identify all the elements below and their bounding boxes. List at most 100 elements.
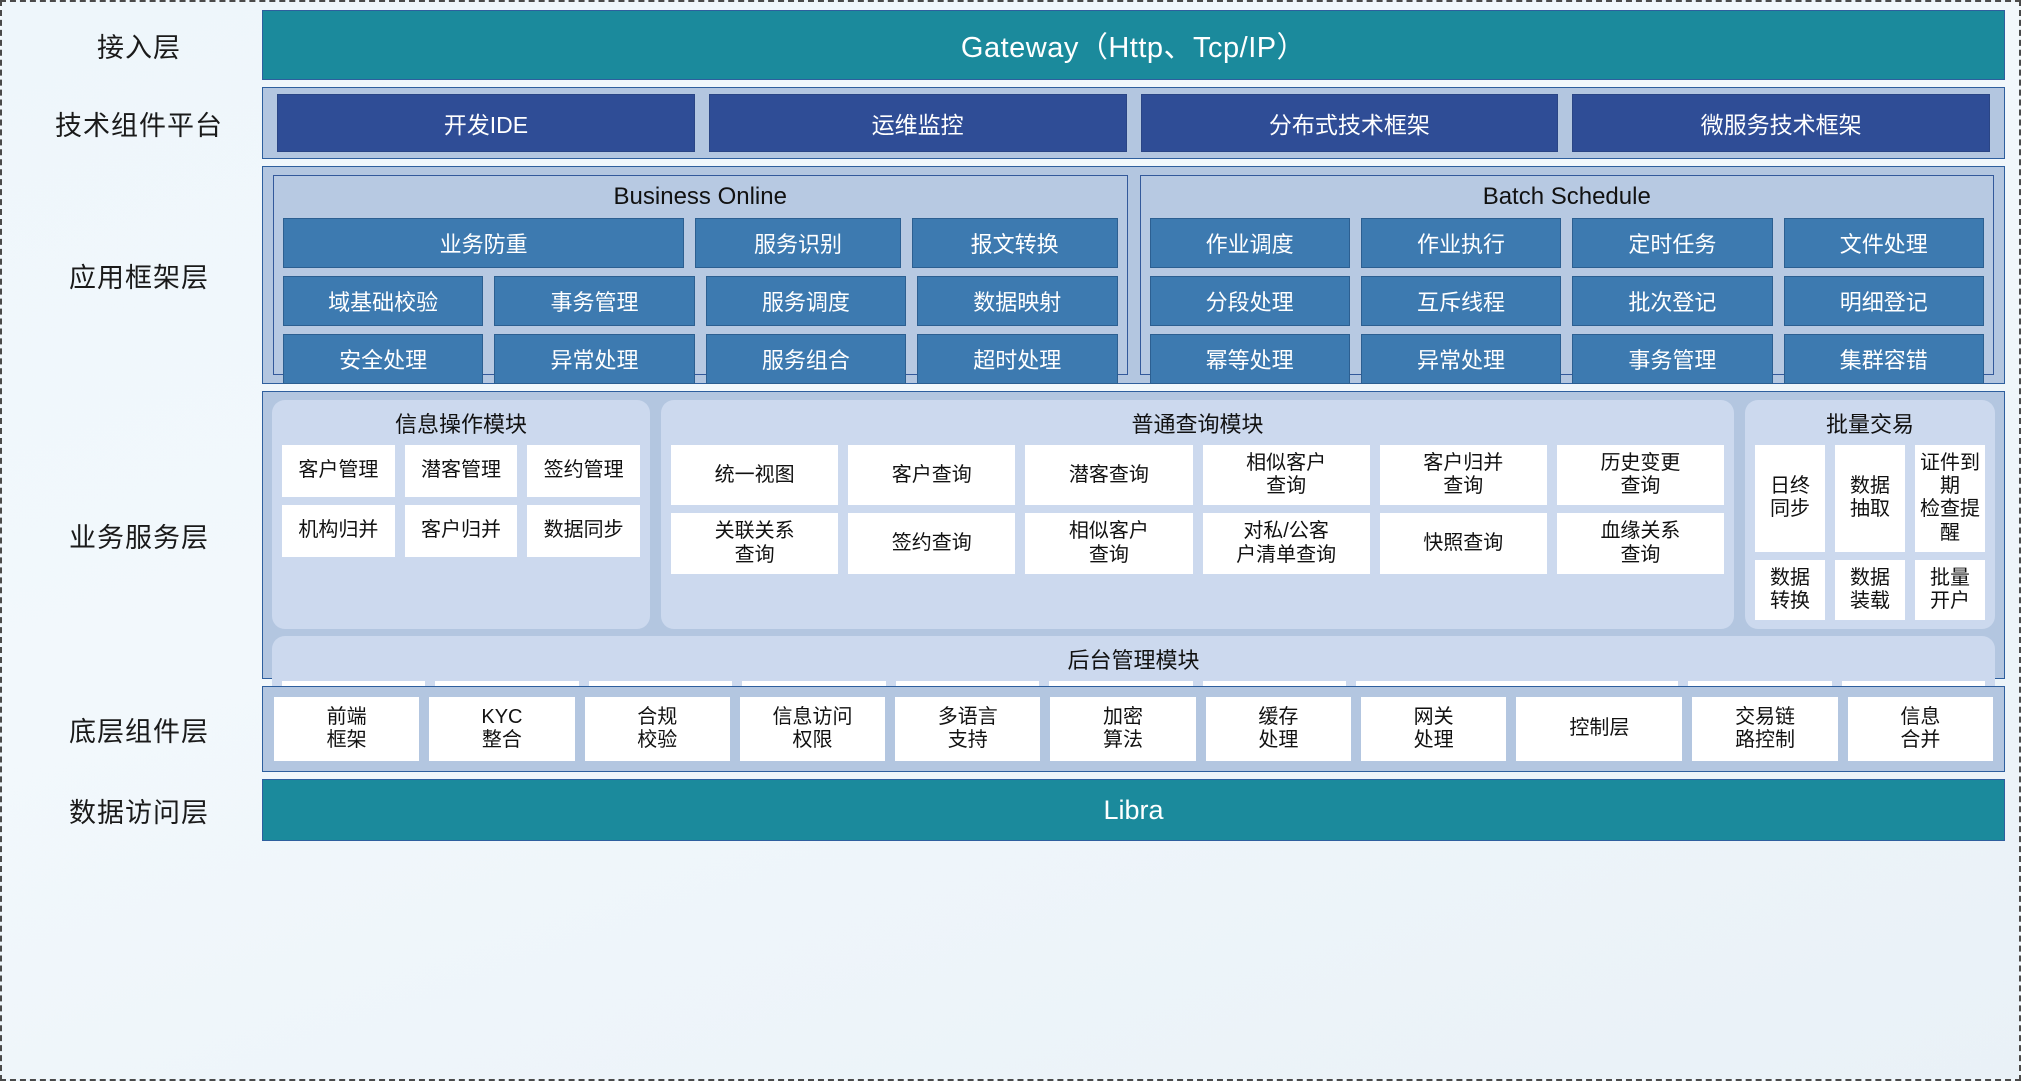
- panel-title-business-online: Business Online: [613, 183, 787, 210]
- chip-file-processing[interactable]: 文件处理: [1783, 218, 1984, 268]
- cell-row: 数据转换 数据装载 批量开户: [1755, 559, 1985, 621]
- row-tech-platform: 技术组件平台 开发IDE 运维监控 分布式技术框架 微服务技术框架: [16, 87, 2005, 159]
- chip-data-sync[interactable]: 数据同步: [527, 505, 641, 557]
- chip-contract-management[interactable]: 签约管理: [527, 445, 641, 497]
- chip-timeout-handling[interactable]: 超时处理: [917, 334, 1118, 384]
- chip-similar-customer-query[interactable]: 相似客户查询: [1202, 445, 1370, 506]
- chip-domain-basic-validation[interactable]: 域基础校验: [283, 276, 484, 326]
- chip-detail-registration[interactable]: 明细登记: [1783, 276, 1984, 326]
- chip-frontend-framework[interactable]: 前端框架: [274, 697, 420, 761]
- chip-unified-view[interactable]: 统一视图: [671, 445, 839, 506]
- chip-similar-customer-query-2[interactable]: 相似客户查询: [1025, 513, 1193, 574]
- module-title-info-operation: 信息操作模块: [394, 412, 527, 437]
- row-data-access: 数据访问层 Libra: [16, 779, 2005, 841]
- row-body-access-layer: Gateway（Http、Tcp/IP）: [262, 10, 2005, 80]
- gateway-bar[interactable]: Gateway（Http、Tcp/IP）: [262, 10, 2005, 80]
- chip-transaction-management-batch[interactable]: 事务管理: [1572, 334, 1773, 384]
- chip-gateway-processing[interactable]: 网关处理: [1360, 697, 1507, 761]
- cell-row: 关联关系查询 签约查询 相似客户查询 对私/公客户清单查询 快照查询 血缘关系查…: [671, 513, 1725, 574]
- chip-idempotent-processing[interactable]: 幂等处理: [1149, 334, 1350, 384]
- chip-prospect-management[interactable]: 潜客管理: [404, 445, 518, 497]
- chip-data-loading[interactable]: 数据装载: [1835, 559, 1905, 621]
- chip-service-identify[interactable]: 服务识别: [695, 218, 901, 268]
- cell-row: 分段处理 互斥线程 批次登记 明细登记: [1149, 276, 1984, 326]
- cell-row: 统一视图 客户查询 潜客查询 相似客户查询 客户归并查询 历史变更查询: [671, 445, 1725, 506]
- chip-service-scheduling[interactable]: 服务调度: [705, 276, 907, 326]
- chip-customer-query[interactable]: 客户查询: [848, 445, 1016, 506]
- row-label-business-service: 业务服务层: [69, 522, 209, 554]
- chip-cluster-fault-tolerance[interactable]: 集群容错: [1783, 334, 1984, 384]
- chip-customer-management[interactable]: 客户管理: [282, 445, 395, 497]
- chip-cache-processing[interactable]: 缓存处理: [1205, 697, 1351, 761]
- chip-job-execution[interactable]: 作业执行: [1360, 218, 1562, 268]
- chip-contract-query[interactable]: 签约查询: [848, 513, 1016, 574]
- chip-prospect-query[interactable]: 潜客查询: [1025, 445, 1193, 506]
- chip-info-access-permission[interactable]: 信息访问权限: [739, 697, 886, 761]
- module-common-query: 普通查询模块 统一视图 客户查询 潜客查询 相似客户查询 客户归并查询 历史变更…: [661, 400, 1734, 630]
- row-body-data-access: Libra: [262, 779, 2005, 841]
- chip-encryption-algorithm[interactable]: 加密算法: [1050, 697, 1196, 761]
- chip-history-change-query[interactable]: 历史变更查询: [1556, 445, 1725, 506]
- cell-row: 域基础校验 事务管理 服务调度 数据映射: [283, 276, 1118, 326]
- chip-relationship-query[interactable]: 关联关系查询: [671, 513, 839, 574]
- chip-data-conversion[interactable]: 数据转换: [1755, 559, 1825, 621]
- info-operation-cells: 客户管理 潜客管理 签约管理 机构归并 客户归并 数据同步: [282, 445, 641, 557]
- chip-exception-handling-batch[interactable]: 异常处理: [1360, 334, 1562, 384]
- module-title-batch-transaction: 批量交易: [1825, 412, 1914, 437]
- chip-personal-corporate-list-query[interactable]: 对私/公客户清单查询: [1202, 513, 1370, 574]
- cell-row: 日终同步 数据抽取 证件到期检查提醒: [1755, 445, 1985, 552]
- business-online-cells: 业务防重 服务识别 报文转换 域基础校验 事务管理 服务调度 数据映射: [283, 218, 1118, 384]
- chip-timed-task[interactable]: 定时任务: [1572, 218, 1773, 268]
- tech-chip-ops-monitor[interactable]: 运维监控: [708, 94, 1127, 152]
- chip-batch-registration[interactable]: 批次登记: [1572, 276, 1773, 326]
- chip-transaction-management[interactable]: 事务管理: [494, 276, 695, 326]
- chip-certificate-expiry-reminder[interactable]: 证件到期检查提醒: [1915, 445, 1985, 552]
- module-info-operation: 信息操作模块 客户管理 潜客管理 签约管理 机构归并 客户归并: [272, 400, 650, 630]
- tech-chip-microservice-framework[interactable]: 微服务技术框架: [1572, 94, 1990, 152]
- chip-exception-handling-online[interactable]: 异常处理: [494, 334, 695, 384]
- libra-bar[interactable]: Libra: [262, 779, 2005, 841]
- chip-transaction-chain-control[interactable]: 交易链路控制: [1692, 697, 1838, 761]
- row-label-app-framework: 应用框架层: [69, 262, 209, 294]
- row-label-data-access: 数据访问层: [69, 797, 209, 829]
- batch-schedule-cells: 作业调度 作业执行 定时任务 文件处理 分段处理 互斥线程 批次登记 明细登记: [1149, 218, 1984, 384]
- row-label-access-layer: 接入层: [97, 32, 181, 64]
- chip-mutex-thread[interactable]: 互斥线程: [1360, 276, 1562, 326]
- panel-batch-schedule: Batch Schedule 作业调度 作业执行 定时任务 文件处理 分段处理 …: [1139, 175, 1994, 384]
- chip-customer-merge-query[interactable]: 客户归并查询: [1379, 445, 1547, 506]
- chip-multilanguage-support[interactable]: 多语言支持: [895, 697, 1041, 761]
- business-service-modules: 信息操作模块 客户管理 潜客管理 签约管理 机构归并 客户归并: [272, 400, 1995, 630]
- tech-chip-ide[interactable]: 开发IDE: [277, 94, 695, 152]
- chip-control-layer[interactable]: 控制层: [1516, 697, 1683, 761]
- row-label-component-layer: 底层组件层: [69, 716, 209, 748]
- chip-compliance-validation[interactable]: 合规校验: [584, 697, 730, 761]
- chip-job-scheduling[interactable]: 作业调度: [1149, 218, 1350, 268]
- row-label-tech-platform: 技术组件平台: [55, 110, 223, 142]
- chip-batch-account-opening[interactable]: 批量开户: [1915, 559, 1985, 621]
- chip-message-transform[interactable]: 报文转换: [911, 218, 1118, 268]
- chip-end-of-day-sync[interactable]: 日终同步: [1755, 445, 1825, 552]
- chip-business-anti-duplicate[interactable]: 业务防重: [283, 218, 685, 268]
- row-body-app-framework: Business Online 业务防重 服务识别 报文转换 域基础校验 事务管…: [262, 166, 2005, 384]
- chip-service-composition[interactable]: 服务组合: [705, 334, 907, 384]
- cell-row: 安全处理 异常处理 服务组合 超时处理: [283, 334, 1118, 384]
- module-title-common-query: 普通查询模块: [1131, 412, 1264, 437]
- chip-institution-merge[interactable]: 机构归并: [282, 505, 395, 557]
- chip-info-merge[interactable]: 信息合并: [1847, 697, 1993, 761]
- business-service-band: 信息操作模块 客户管理 潜客管理 签约管理 机构归并 客户归并: [262, 391, 2005, 751]
- row-body-tech-platform: 开发IDE 运维监控 分布式技术框架 微服务技术框架: [262, 87, 2005, 159]
- cell-row: 客户管理 潜客管理 签约管理: [282, 445, 641, 497]
- tech-chip-distributed-framework[interactable]: 分布式技术框架: [1140, 94, 1559, 152]
- chip-security-processing[interactable]: 安全处理: [283, 334, 484, 384]
- common-query-cells: 统一视图 客户查询 潜客查询 相似客户查询 客户归并查询 历史变更查询 关联关系…: [671, 445, 1725, 574]
- chip-data-extraction[interactable]: 数据抽取: [1835, 445, 1905, 552]
- chip-snapshot-query[interactable]: 快照查询: [1379, 513, 1547, 574]
- chip-data-mapping[interactable]: 数据映射: [917, 276, 1118, 326]
- chip-segment-processing[interactable]: 分段处理: [1149, 276, 1350, 326]
- chip-lineage-relationship-query[interactable]: 血缘关系查询: [1556, 513, 1725, 574]
- chip-customer-merge[interactable]: 客户归并: [404, 505, 518, 557]
